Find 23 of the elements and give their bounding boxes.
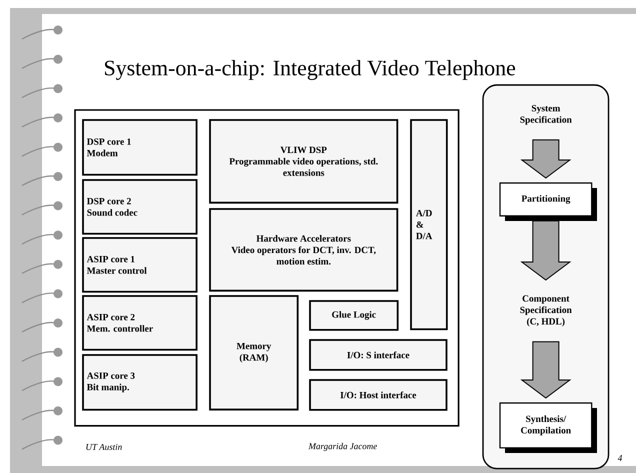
step-box: Partitioning	[499, 182, 597, 221]
footer-text: 4	[618, 455, 622, 461]
memory-box: Memory (RAM)	[209, 295, 299, 410]
block-arrow	[520, 220, 572, 281]
core-box: ASIP core 1 Master control	[82, 237, 198, 293]
block-arrow	[520, 139, 572, 179]
interface-box: I/O: Host interface	[309, 379, 448, 411]
core-box: DSP core 1 Modem	[82, 119, 198, 176]
block-arrow	[520, 341, 572, 399]
core-box: DSP core 2 Sound codec	[82, 179, 198, 235]
core-box: ASIP core 3 Bit manip.	[82, 354, 198, 411]
dsp-box: VLIW DSP Programmable video operations, std. extensions	[209, 119, 398, 204]
step-label: Component Specification (C, HDL)	[520, 295, 572, 326]
core-box: ASIP core 2 Mem. controller	[82, 295, 198, 351]
logic-box: Glue Logic	[309, 300, 399, 331]
step-label: System Specification	[520, 105, 572, 125]
accelerator-box: Hardware Accelerators Video operators for DCT, inv. DCT, motion estim.	[209, 208, 398, 292]
converter-box: A/D & D/A	[410, 119, 448, 330]
footer-text: UT Austin	[86, 444, 122, 450]
step-box: Synthesis/ Compilation	[499, 402, 597, 453]
footer-text: Margarida Jacome	[308, 442, 377, 452]
interface-box: I/O: S interface	[309, 339, 448, 371]
diagram-title: System-on-a-chip: Integrated Video Telephone	[104, 60, 516, 80]
